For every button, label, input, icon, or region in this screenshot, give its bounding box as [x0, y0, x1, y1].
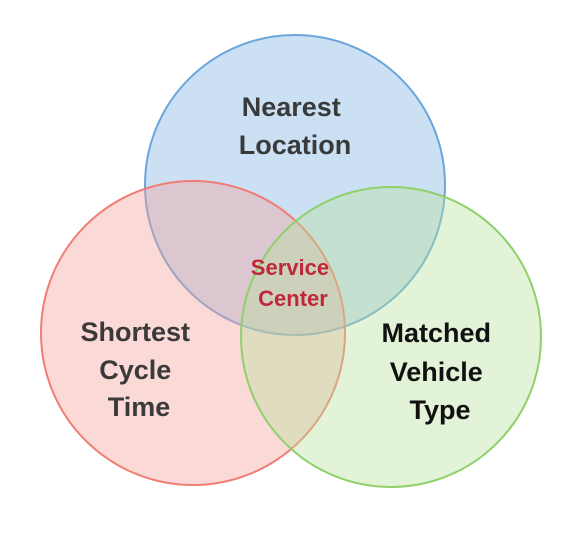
label-shortest-cycle-time-line-2: Cycle	[99, 355, 171, 385]
label-nearest-location-line-1: Nearest	[242, 92, 341, 122]
label-nearest-location-line-2: Location	[239, 130, 352, 160]
label-shortest-cycle-time-line-1: Shortest	[80, 317, 190, 347]
circle-shortest-cycle-time	[40, 180, 346, 486]
label-matched-vehicle-type: Matched Vehicle Type	[381, 318, 498, 425]
label-service-center-line-2: Center	[258, 286, 328, 311]
label-shortest-cycle-time-line-3: Time	[108, 392, 171, 422]
label-matched-vehicle-type-line-3: Type	[409, 395, 470, 425]
label-service-center-line-1: Service	[251, 255, 329, 280]
circle-matched-vehicle-type	[240, 186, 542, 488]
label-service-center: Service Center	[251, 255, 335, 311]
label-shortest-cycle-time: Shortest Cycle Time	[80, 317, 197, 422]
label-nearest-location: Nearest Location	[239, 92, 352, 160]
circle-nearest-location	[144, 34, 446, 336]
label-matched-vehicle-type-line-1: Matched	[381, 318, 491, 348]
label-matched-vehicle-type-line-2: Vehicle	[390, 357, 483, 387]
